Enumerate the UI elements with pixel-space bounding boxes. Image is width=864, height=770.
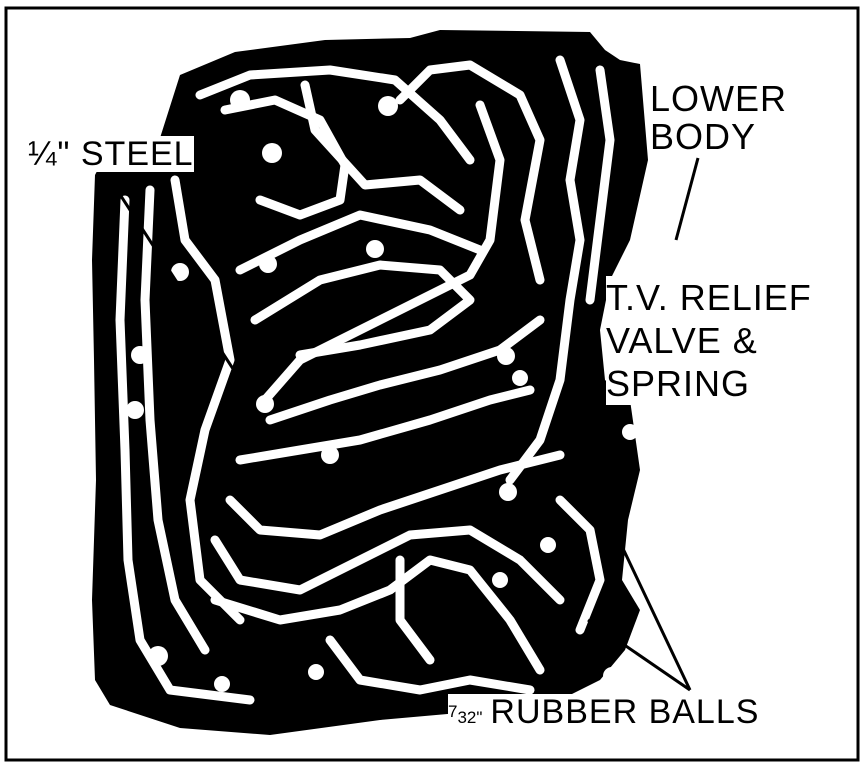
leader-steel [106, 175, 250, 393]
lower-body-label-line1: LOWER [650, 78, 788, 119]
leader-rubber-ball-2 [587, 618, 691, 692]
tv-relief-label-line1: T.V. RELIEF [606, 277, 812, 318]
lower-body-label: LOWER BODY [650, 78, 788, 157]
leader-lines [106, 157, 700, 692]
leader-lower-body [674, 157, 700, 241]
rubber-balls-fraction-numerator: 7 [448, 702, 458, 721]
rubber-balls-fraction-denominator: 32" [457, 708, 483, 727]
tv-relief-label-line3: SPRING [606, 363, 751, 404]
rubber-balls-label: 732" RUBBER BALLS [448, 693, 760, 736]
lower-body-label-line2: BODY [650, 116, 757, 157]
steel-ball-label: ¼" STEEL [28, 135, 194, 173]
tv-relief-label-line2: VALVE & [606, 320, 758, 361]
tv-relief-valve-label: T.V. RELIEF VALVE & SPRING [606, 276, 812, 405]
rubber-balls-text: RUBBER BALLS [490, 693, 760, 731]
check-ball-holes [126, 90, 638, 692]
fluid-channels [115, 55, 615, 705]
leader-rubber-ball-1 [598, 499, 692, 691]
